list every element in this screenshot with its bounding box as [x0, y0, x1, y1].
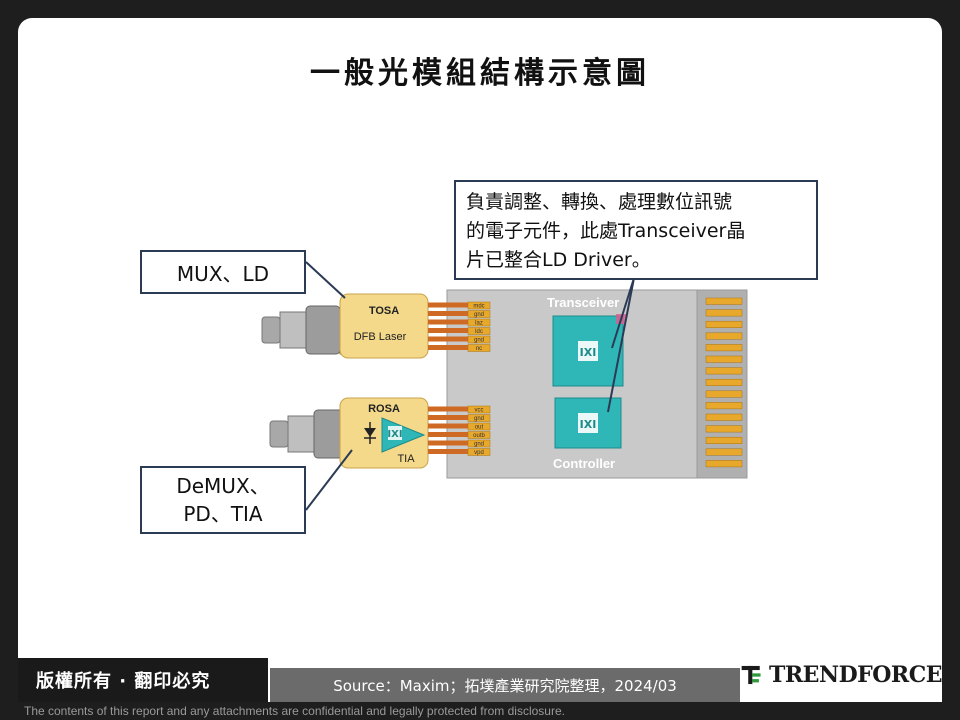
svg-text:IXI: IXI	[387, 429, 402, 440]
edge-finger	[705, 320, 743, 328]
rosa-pins: vcc gnd out outb gnd vpd	[467, 405, 491, 456]
edge-connector-fingers	[705, 297, 743, 468]
edge-finger	[705, 378, 743, 386]
tosa-pin	[467, 318, 491, 327]
tosa-pins: mdc gnd laz ldc gnd nc	[467, 301, 491, 352]
rosa-pin	[467, 448, 491, 456]
edge-finger	[705, 355, 743, 363]
mux-ld-text: MUX、LD	[176, 261, 270, 286]
tosa-pin-label: mdc	[473, 304, 484, 310]
transceiver-label: Transceiver	[547, 295, 619, 310]
mux-ld-callout: MUX、LD	[140, 250, 306, 294]
rosa-label: ROSA	[368, 403, 400, 415]
tosa-pin	[467, 301, 491, 310]
svg-text:IXI: IXI	[580, 346, 597, 359]
page-title: 一般光模組結構示意圖	[310, 56, 650, 91]
rosa-pin-label: gnd	[474, 442, 484, 448]
logo-text: TRENDFORCE	[769, 662, 942, 688]
rosa-pin	[467, 439, 491, 448]
demux-text-line1: DeMUX、	[176, 474, 270, 498]
rosa-pin	[467, 414, 491, 422]
tosa-connector	[261, 305, 349, 355]
controller-label: Controller	[553, 456, 615, 471]
trendforce-logo-icon	[741, 665, 761, 685]
photodiode-icon	[364, 422, 376, 444]
edge-finger	[705, 436, 743, 444]
rosa-pin	[467, 422, 491, 431]
transceiver-note-line1: 負責調整、轉換、處理數位訊號	[466, 191, 733, 213]
tosa-traces	[428, 302, 468, 350]
source-text: Source：Maxim；拓墣產業研究院整理，2024/03	[333, 676, 677, 695]
edge-finger	[705, 297, 743, 305]
trendforce-logo: TRENDFORCE	[740, 648, 942, 702]
transceiver-callout: 負責調整、轉換、處理數位訊號 的電子元件，此處Transceiver晶 片已整合…	[454, 180, 818, 280]
edge-finger	[705, 460, 743, 468]
disclaimer-text: The contents of this report and any atta…	[24, 704, 565, 718]
rosa-pin-label: vpd	[474, 450, 484, 456]
edge-finger	[705, 344, 743, 352]
edge-finger	[705, 402, 743, 410]
leader-transceiver-2	[607, 277, 635, 413]
tosa-body	[339, 293, 429, 359]
rosa-pin	[467, 431, 491, 439]
tosa-pin-label: laz	[475, 321, 483, 327]
leader-transceiver-1	[611, 277, 635, 349]
copyright-text: 版權所有 · 翻印必究	[36, 671, 211, 692]
edge-finger	[705, 367, 743, 375]
transceiver-note-line3: 片已整合LD Driver。	[466, 249, 651, 271]
tosa-pin-label: nc	[476, 346, 482, 352]
rosa-pin-label: outb	[473, 433, 485, 439]
rosa-pin-label: out	[475, 425, 484, 431]
tosa-label: TOSA	[369, 305, 399, 317]
demux-text-line2: PD、TIA	[183, 502, 263, 526]
tosa-pin-label: gnd	[474, 338, 484, 344]
svg-text:IXI: IXI	[580, 418, 597, 431]
rosa-pin	[467, 405, 491, 414]
edge-finger	[705, 413, 743, 421]
tosa-pin	[467, 335, 491, 344]
dfb-laser-label: DFB Laser	[354, 331, 407, 343]
edge-finger	[705, 425, 743, 433]
tia-label: TIA	[397, 453, 415, 465]
edge-finger	[705, 448, 743, 456]
tosa-pin-label: gnd	[474, 312, 484, 318]
tosa-pin	[467, 327, 491, 335]
copyright-banner: 版權所有 · 翻印必究	[18, 658, 268, 702]
demux-callout: DeMUX、 PD、TIA	[140, 466, 306, 534]
leader-mux	[305, 261, 346, 299]
rosa-pin-label: gnd	[474, 416, 484, 422]
edge-finger	[705, 309, 743, 317]
edge-finger	[705, 332, 743, 340]
source-banner: Source：Maxim；拓墣產業研究院整理，2024/03	[270, 668, 740, 702]
tosa-pin	[467, 344, 491, 352]
tosa-pin	[467, 310, 491, 318]
edge-finger	[705, 390, 743, 398]
transceiver-note-line2: 的電子元件，此處Transceiver晶	[466, 220, 746, 242]
tosa-pin-label: ldc	[475, 329, 483, 335]
rosa-pin-label: vcc	[475, 408, 484, 414]
leader-demux	[305, 449, 353, 511]
rosa-traces	[428, 406, 468, 454]
